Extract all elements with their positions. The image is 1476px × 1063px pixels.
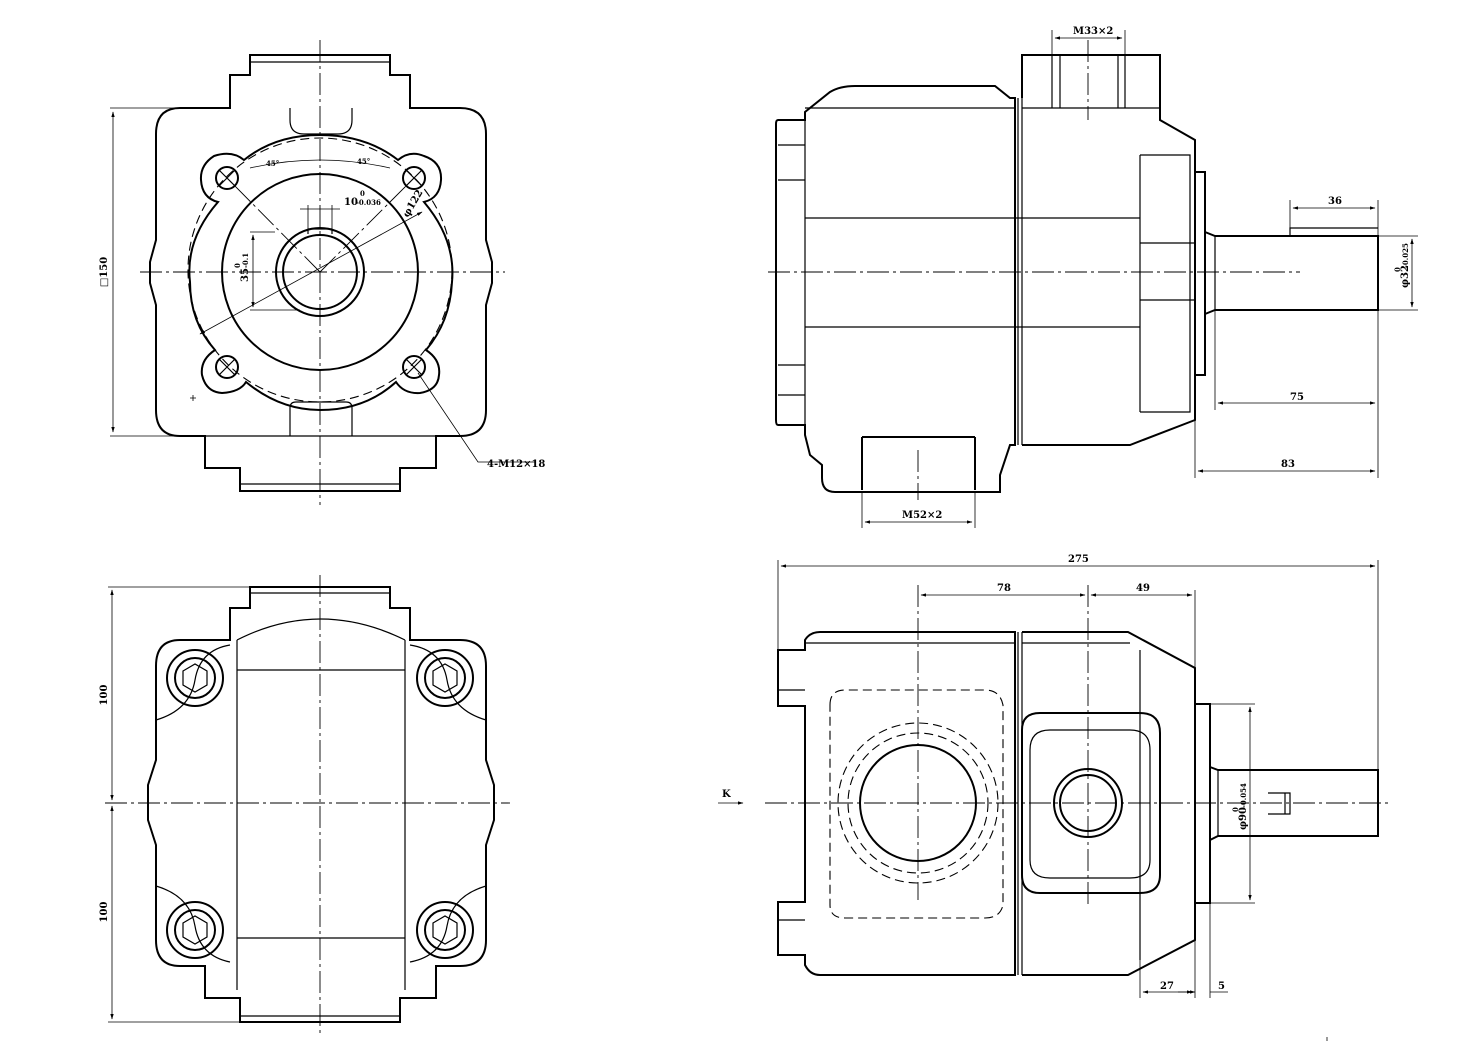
bolt-holes-label: 4-M12×18: [487, 459, 545, 470]
square-dim-label: □150: [99, 257, 110, 287]
shoulder-span-label: 49: [1136, 583, 1150, 594]
view-marker-label: K: [722, 789, 731, 800]
top-view: 275 78 49 φ90 0 -0.054 27 5 K: [718, 554, 1390, 1041]
shaft-tol-upper: 0: [1393, 267, 1402, 272]
shaft-tol-lower: -0.025: [1401, 243, 1410, 268]
back-view: 100 100: [99, 575, 510, 1035]
pilot-length-label: 5: [1218, 981, 1225, 992]
lower-half-label: 100: [99, 902, 110, 923]
overall-length-label: 275: [1068, 554, 1089, 565]
key-height-label: 35: [240, 268, 251, 282]
pilot-tol-lower: -0.054: [1239, 783, 1248, 808]
key-width-label: 10: [344, 197, 358, 208]
flange-thickness-label: 27: [1160, 981, 1174, 992]
angle-right-label: 45°: [357, 157, 370, 166]
angle-left-label: 45°: [266, 159, 279, 168]
shaft-length-label: 75: [1290, 392, 1304, 403]
key-height-tol-upper: 0: [233, 263, 242, 268]
pilot-tol-upper: 0: [1231, 807, 1240, 812]
pcd-label: φ122: [401, 188, 426, 219]
key-length-label: 36: [1328, 196, 1342, 207]
port-top-label: M33×2: [1073, 26, 1113, 37]
port-bottom-label: M52×2: [902, 510, 942, 521]
front-view: □150 10 0 -0.036 35 0 -0.1 φ122 45° 45° …: [99, 40, 545, 505]
side-view: M33×2 M52×2 36 φ32 0 -0.025 75 83: [768, 26, 1418, 528]
key-width-tol-lower: -0.036: [356, 198, 381, 207]
pilot-dia-label: φ90: [1238, 807, 1249, 830]
port-span-label: 78: [997, 583, 1011, 594]
shaft-total-label: 83: [1281, 459, 1295, 470]
upper-half-label: 100: [99, 685, 110, 706]
key-width-tol-upper: 0: [360, 189, 365, 198]
key-height-tol-lower: -0.1: [241, 253, 250, 268]
shaft-dia-label: φ32: [1400, 265, 1411, 288]
